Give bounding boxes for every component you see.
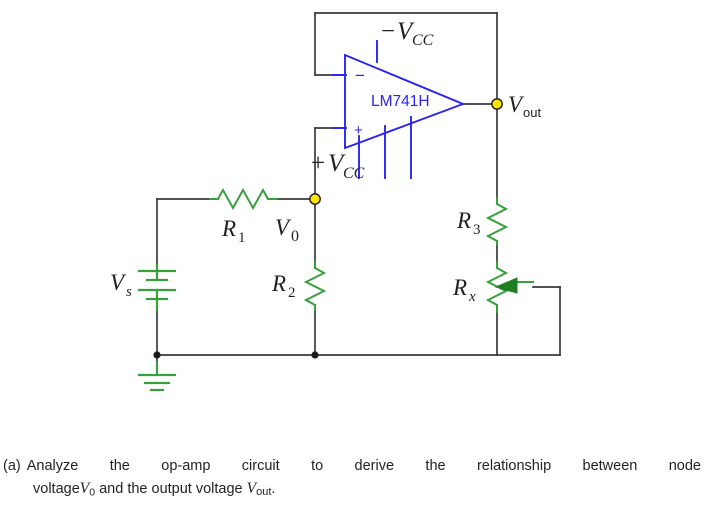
node-marker-vout[interactable] — [491, 98, 503, 110]
vout-subscript: out — [523, 105, 541, 120]
r3-r: R — [456, 208, 471, 233]
caption-line2-before: voltage — [33, 481, 80, 498]
ground-symbol — [137, 360, 177, 392]
vs-subscript: s — [126, 284, 132, 300]
label-negative-supply: − V CC — [381, 18, 434, 49]
circuit-figure: LM741H − + − V CC + V CC V out V 0 V s — [110, 12, 561, 392]
caption-vout-sub: out — [256, 486, 272, 499]
negative-supply-v: V — [397, 18, 415, 45]
opamp-symbol — [332, 40, 466, 179]
r1-zigzag — [216, 187, 270, 211]
voltage-source-symbol — [137, 263, 177, 312]
node-marker-v0[interactable] — [309, 193, 321, 205]
caption-marker: (a) — [3, 458, 21, 474]
opamp-part-label: LM741H — [371, 93, 430, 110]
r2-zigzag — [303, 266, 327, 307]
caption-line-1: Analyze the op-amp circuit to derive the… — [26, 458, 701, 474]
caption-line2-middle: and the output voltage — [99, 481, 243, 498]
v0-subscript: 0 — [291, 228, 299, 245]
rx-wiper-arrow — [494, 277, 518, 294]
wire-group — [156, 12, 561, 369]
negative-supply-subscript: CC — [412, 32, 434, 49]
caption-vout-v: V — [246, 480, 257, 498]
positive-supply-v: V — [328, 150, 346, 177]
opamp-noninverting-sign: + — [354, 122, 363, 139]
caption-line2-after: . — [271, 481, 276, 498]
r3-subscript: 3 — [473, 222, 481, 238]
label-r1: R 1 — [221, 216, 246, 246]
label-v0: V 0 — [275, 215, 299, 245]
caption-line-2: voltageV0 and the output voltage Vout. — [0, 477, 709, 501]
r3-zigzag — [485, 202, 509, 243]
resistor-r3-symbol — [485, 197, 509, 245]
resistor-r2-symbol — [303, 261, 327, 311]
label-positive-supply: + V CC — [311, 150, 365, 182]
opamp-inverting-sign: − — [355, 66, 365, 85]
positive-supply-sign: + — [311, 150, 325, 177]
v0-v: V — [275, 215, 292, 240]
positive-supply-subscript: CC — [343, 165, 365, 182]
caption-v0-v: V — [79, 480, 90, 498]
caption-v0-sub: 0 — [89, 487, 96, 500]
r1-subscript: 1 — [238, 230, 246, 246]
rx-subscript: x — [468, 289, 476, 305]
vout-v: V — [508, 92, 525, 117]
question-caption: (a) Analyze the op-amp circuit to derive… — [0, 455, 709, 502]
label-vout: V out — [508, 92, 541, 120]
junction-dot-bottom-rail — [311, 351, 319, 359]
resistor-r1-symbol — [209, 187, 278, 211]
rx-r: R — [452, 275, 467, 300]
opamp-triangle — [344, 53, 466, 150]
negative-supply-sign: − — [381, 18, 395, 45]
r2-subscript: 2 — [288, 285, 296, 301]
label-r3: R 3 — [456, 208, 481, 238]
vs-v: V — [110, 270, 127, 295]
r1-r: R — [221, 216, 236, 241]
r2-r: R — [271, 271, 286, 296]
junction-dot-ground — [153, 351, 161, 359]
label-vs: V s — [110, 270, 132, 300]
circuit-schematic: LM741H − + − V CC + V CC V out V 0 V s — [110, 12, 561, 392]
label-rx: R x — [452, 275, 476, 305]
label-r2: R 2 — [271, 271, 296, 301]
